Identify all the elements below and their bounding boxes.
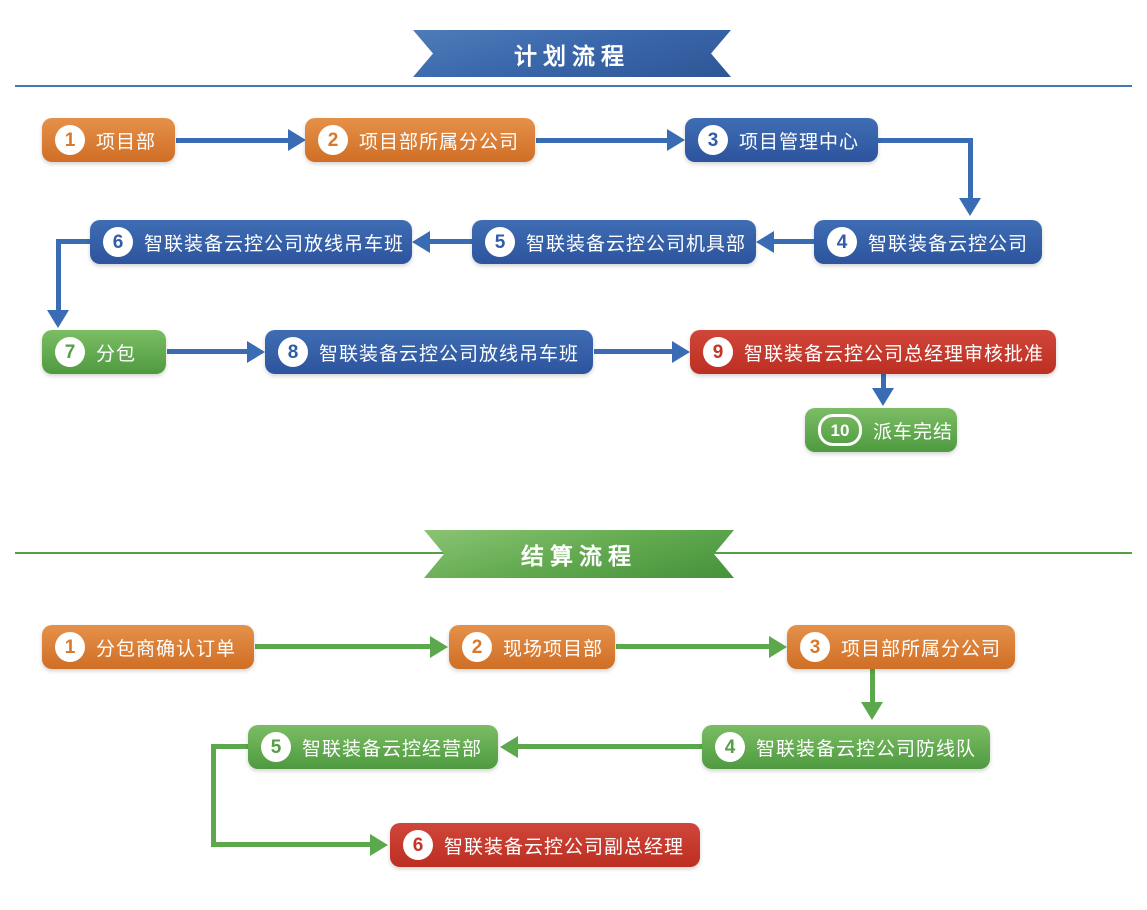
plan-node-10: 10 派车完结 (805, 408, 957, 452)
arrow-shaft (518, 744, 702, 749)
settlement-node-1: 1 分包商确认订单 (42, 625, 254, 669)
settlement-section-title: 结算流程 (521, 543, 637, 569)
node-label: 分包商确认订单 (96, 638, 237, 660)
node-label: 智联装备云控经营部 (302, 738, 483, 760)
step-number-badge: 2 (318, 125, 348, 155)
settlement-node-2: 2 现场项目部 (449, 625, 615, 669)
plan-node-9: 9 智联装备云控公司总经理审核批准 (690, 330, 1056, 374)
node-label: 现场项目部 (503, 638, 604, 660)
arrowhead-right-icon (430, 636, 448, 658)
node-label: 智联装备云控公司机具部 (526, 233, 747, 255)
node-label: 智联装备云控公司放线吊车班 (144, 233, 405, 255)
arrow-shaft (968, 138, 973, 198)
node-label: 智联装备云控公司 (868, 233, 1029, 255)
step-number-badge: 8 (278, 337, 308, 367)
arrow-shaft (255, 644, 430, 649)
step-number-badge: 6 (403, 830, 433, 860)
step-number-badge: 4 (827, 227, 857, 257)
plan-node-5: 5 智联装备云控公司机具部 (472, 220, 756, 264)
settlement-section-banner: 结算流程 (424, 530, 734, 578)
step-number-badge: 5 (485, 227, 515, 257)
arrowhead-down-icon (861, 702, 883, 720)
arrow-shaft (536, 138, 667, 143)
step-number-badge: 4 (715, 732, 745, 762)
step-number-badge: 1 (55, 125, 85, 155)
plan-node-6: 6 智联装备云控公司放线吊车班 (90, 220, 412, 264)
arrow-shaft (211, 744, 249, 749)
step-number-badge: 9 (703, 337, 733, 367)
plan-node-8: 8 智联装备云控公司放线吊车班 (265, 330, 593, 374)
plan-divider-line (15, 85, 1132, 87)
step-number-badge: 6 (103, 227, 133, 257)
node-label: 智联装备云控公司放线吊车班 (319, 343, 580, 365)
node-label: 派车完结 (873, 421, 954, 443)
node-label: 项目部 (96, 131, 157, 153)
arrowhead-down-icon (872, 388, 894, 406)
arrowhead-right-icon (667, 129, 685, 151)
arrowhead-right-icon (370, 834, 388, 856)
settlement-node-4: 4 智联装备云控公司防线队 (702, 725, 990, 769)
arrow-shaft (167, 349, 247, 354)
plan-node-1: 1 项目部 (42, 118, 175, 162)
arrow-shaft (870, 669, 875, 702)
arrow-shaft (56, 239, 61, 310)
arrow-shaft (211, 744, 216, 847)
plan-section-title: 计划流程 (514, 42, 630, 69)
node-label: 项目部所属分公司 (359, 131, 520, 153)
settlement-node-5: 5 智联装备云控经营部 (248, 725, 498, 769)
settlement-node-3: 3 项目部所属分公司 (787, 625, 1015, 669)
step-number-badge: 1 (55, 632, 85, 662)
arrow-shaft (430, 239, 472, 244)
arrow-shaft (774, 239, 814, 244)
plan-section-banner: 计划流程 (413, 30, 731, 77)
arrowhead-left-icon (500, 736, 518, 758)
node-label: 智联装备云控公司防线队 (756, 738, 977, 760)
arrow-shaft (594, 349, 672, 354)
arrow-shaft (616, 644, 769, 649)
settlement-node-6: 6 智联装备云控公司副总经理 (390, 823, 700, 867)
arrow-shaft (878, 138, 973, 143)
plan-node-2: 2 项目部所属分公司 (305, 118, 535, 162)
step-number-badge: 10 (818, 414, 862, 446)
arrow-shaft (881, 374, 886, 388)
arrowhead-left-icon (756, 231, 774, 253)
node-label: 智联装备云控公司总经理审核批准 (744, 343, 1045, 365)
arrow-shaft (176, 138, 288, 143)
arrow-shaft (211, 842, 370, 847)
arrowhead-right-icon (288, 129, 306, 151)
plan-node-3: 3 项目管理中心 (685, 118, 878, 162)
node-label: 分包 (96, 343, 137, 365)
arrowhead-right-icon (247, 341, 265, 363)
step-number-badge: 3 (698, 125, 728, 155)
node-label: 项目管理中心 (739, 131, 860, 153)
node-label: 项目部所属分公司 (841, 638, 1002, 660)
arrowhead-right-icon (672, 341, 690, 363)
step-number-badge: 2 (462, 632, 492, 662)
plan-node-4: 4 智联装备云控公司 (814, 220, 1042, 264)
arrowhead-down-icon (959, 198, 981, 216)
arrowhead-right-icon (769, 636, 787, 658)
node-label: 智联装备云控公司副总经理 (444, 836, 685, 858)
step-number-badge: 5 (261, 732, 291, 762)
arrowhead-down-icon (47, 310, 69, 328)
plan-node-7: 7 分包 (42, 330, 166, 374)
arrow-shaft (56, 239, 90, 244)
step-number-badge: 3 (800, 632, 830, 662)
arrowhead-left-icon (412, 231, 430, 253)
step-number-badge: 7 (55, 337, 85, 367)
